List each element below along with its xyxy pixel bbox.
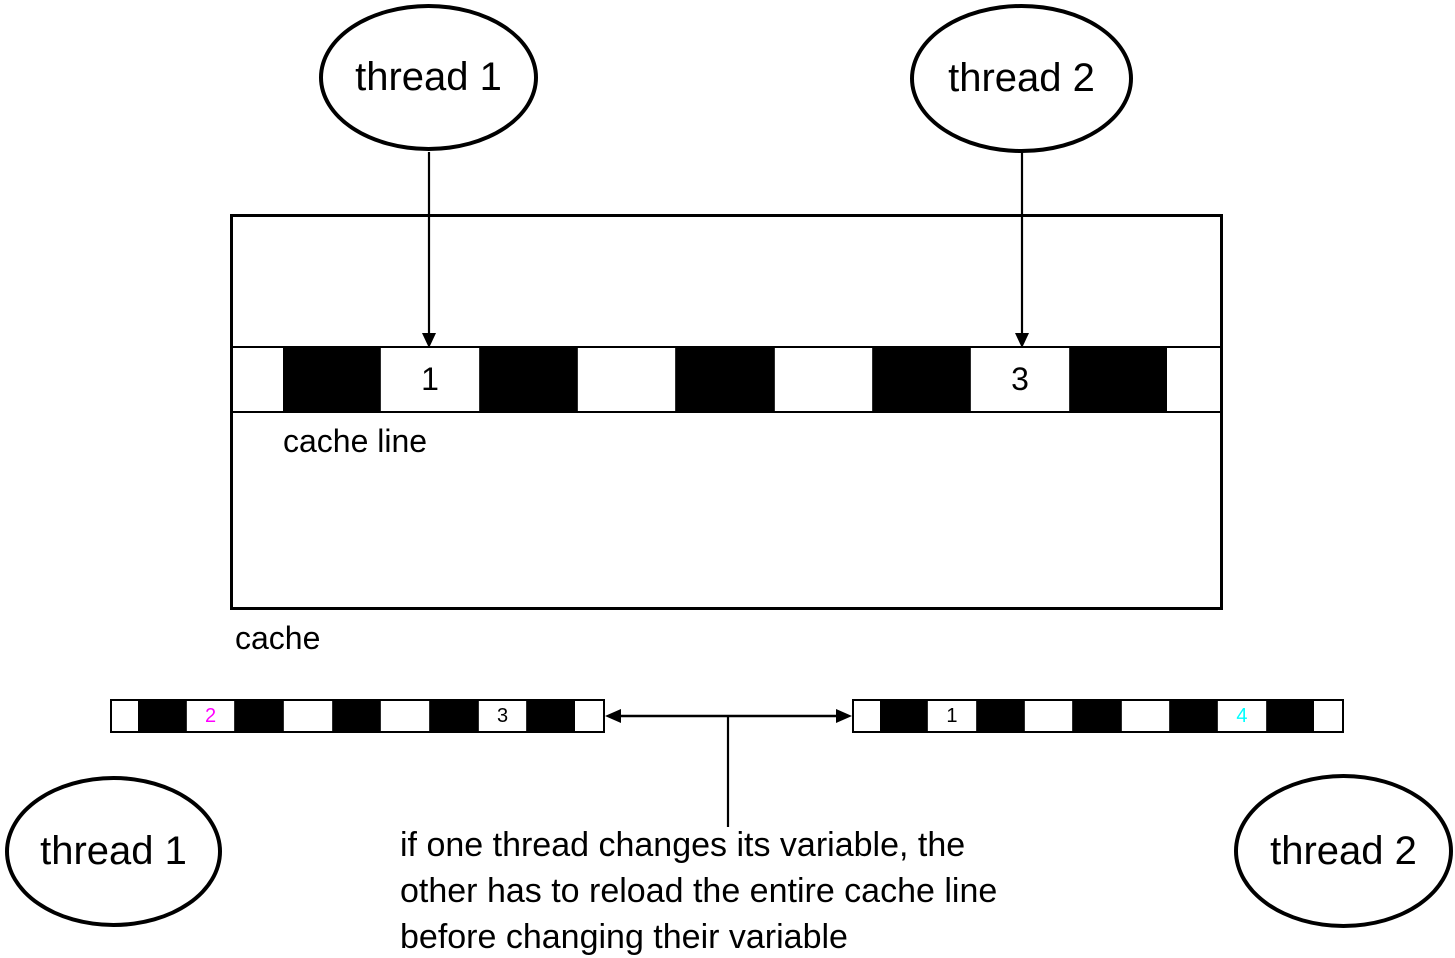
cache-line-label: cache line <box>283 423 428 459</box>
cell-value: 3 <box>1011 361 1029 397</box>
memory-cell <box>1069 348 1167 411</box>
memory-cell <box>430 701 478 731</box>
memory-cell <box>854 701 880 731</box>
memory-cell <box>332 701 381 731</box>
thread-1-node-bottom: thread 1 <box>5 776 222 927</box>
memory-cell <box>976 701 1024 731</box>
memory-cell-1: 1 <box>927 701 977 731</box>
thread-1-label: thread 1 <box>355 55 502 99</box>
cell-value: 1 <box>421 361 439 397</box>
memory-cell <box>1169 701 1218 731</box>
memory-cell <box>1313 701 1342 731</box>
memory-cell <box>1166 348 1220 411</box>
memory-cell <box>1023 701 1074 731</box>
memory-cell <box>112 701 138 731</box>
memory-cell-1: 1 <box>380 348 480 411</box>
memory-cell-3: 3 <box>477 701 528 731</box>
memory-cell-3: 3 <box>970 348 1070 411</box>
memory-cell <box>235 701 284 731</box>
explanation-note: if one thread changes its variable, the … <box>400 826 998 956</box>
memory-cell-4: 4 <box>1217 701 1267 731</box>
memory-cell <box>1120 701 1170 731</box>
memory-cell-2: 2 <box>185 701 236 731</box>
cell-value: 4 <box>1236 704 1248 727</box>
memory-cell <box>283 348 381 411</box>
thread-2-node-bottom: thread 2 <box>1234 774 1453 928</box>
memory-cell <box>575 701 604 731</box>
memory-cell <box>479 348 577 411</box>
memory-cell <box>872 348 971 411</box>
cache-label: cache <box>235 620 321 656</box>
reload-double-arrow <box>605 709 852 827</box>
memory-cell <box>1266 701 1314 731</box>
memory-cell <box>138 701 186 731</box>
cell-value: 1 <box>946 704 958 727</box>
thread-2-label-bottom: thread 2 <box>1270 828 1417 873</box>
memory-cell <box>880 701 928 731</box>
memory-cell <box>576 348 677 411</box>
memory-cell <box>527 701 576 731</box>
memory-cell <box>380 701 431 731</box>
memory-cell <box>283 701 333 731</box>
memory-cell <box>1073 701 1121 731</box>
cell-value: 2 <box>204 704 217 727</box>
memory-cell <box>233 348 283 411</box>
thread-1-node-top: thread 1 <box>319 4 538 151</box>
thread-2-node-top: thread 2 <box>910 4 1133 153</box>
memory-cell <box>676 348 774 411</box>
memory-cell <box>773 348 873 411</box>
thread-1-label-bottom: thread 1 <box>40 829 187 873</box>
cell-value: 3 <box>496 704 509 727</box>
thread-2-label: thread 2 <box>948 56 1095 100</box>
